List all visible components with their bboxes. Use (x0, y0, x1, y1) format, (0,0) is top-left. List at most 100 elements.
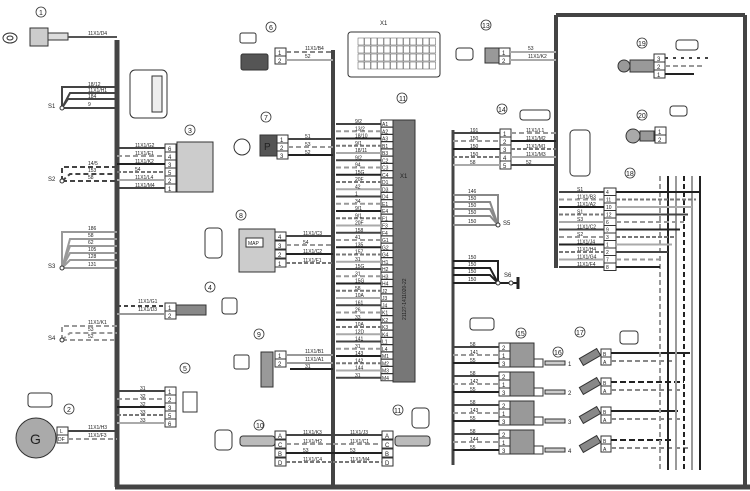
svg-text:153: 153 (88, 168, 97, 174)
pin-cell (403, 61, 410, 70)
pin-cell (396, 61, 404, 70)
pin-cell (403, 53, 410, 62)
svg-text:11X1/A1: 11X1/A1 (305, 357, 324, 363)
pin-label: 2 (278, 253, 282, 259)
connector-pinout-icon (129, 69, 168, 119)
svg-text:8: 8 (239, 213, 243, 220)
pin-label: 1 (503, 132, 507, 138)
pin-cell (383, 61, 391, 70)
pin-cell (357, 61, 365, 70)
wire-label: 32 (140, 402, 146, 408)
wire-label: 58 (470, 160, 476, 166)
component-3-idle-valve[interactable]: 3 611X1/G2411X1/E1311X1/K2554211X1/L4111… (117, 124, 214, 193)
component-number: 1 (39, 10, 43, 17)
ecu-pin-label: L1 (382, 340, 388, 346)
component-2-generator[interactable]: 2 G L DF 11X1/H3 11X1/F3 (15, 392, 117, 459)
pin-cell (390, 37, 397, 46)
svg-text:2: 2 (278, 59, 282, 65)
svg-text:11X1/G1: 11X1/G1 (138, 299, 158, 305)
pin-cell (409, 45, 417, 54)
component-20-coolant-sensor[interactable]: 20 1 2 (625, 105, 688, 144)
wire-label: 55 (470, 416, 476, 422)
ignition-coil (509, 342, 535, 368)
pin-label: A (603, 418, 607, 424)
svg-text:150: 150 (468, 203, 477, 209)
component-11-ecu[interactable]: 11 X1 21127-1411020-22 A19/2A213/2A318/1… (336, 92, 416, 383)
pin-label: 2 (280, 146, 284, 152)
wire-label: 9/2 (355, 155, 362, 161)
component-18-connector[interactable]: 18 4S11111X1/B31011X1/A212S16S3911X1/C23… (559, 129, 700, 271)
splice-s1: S1 18/12 11X1/H1 184 9 (48, 82, 117, 111)
spark-plug-icon (544, 447, 566, 453)
cylinder-number: 4 (568, 449, 572, 455)
component-19-phase-sensor[interactable]: 19 321 (617, 37, 710, 79)
pin-label: 2 (168, 179, 172, 185)
svg-text:9: 9 (257, 332, 261, 339)
pin-cell (383, 45, 391, 54)
pin-label: 3 (502, 362, 506, 368)
pin-cell (364, 45, 371, 54)
svg-text:146: 146 (468, 189, 477, 195)
wire-label: 11X1/G2 (135, 143, 155, 149)
cylinder-number: 1 (568, 362, 572, 368)
pin-cell (422, 45, 430, 54)
pin-cell (377, 53, 384, 62)
pin-label: 11 (606, 198, 611, 204)
wire-label: 1 (355, 192, 358, 198)
pin-cell (422, 61, 430, 70)
ecu-pin-label: A1 (382, 122, 388, 128)
svg-text:13: 13 (482, 23, 490, 30)
svg-text:52: 52 (305, 54, 311, 60)
pin-cell (416, 45, 423, 54)
component-1-crankshaft-sensor[interactable]: 1 11X1/D4 (2, 6, 117, 47)
wire-label: 11X1/K2 (135, 159, 154, 165)
wire-label: 52 (305, 150, 311, 156)
wire-label: 34 (355, 199, 361, 205)
svg-text:11X1/K1: 11X1/K1 (88, 320, 107, 326)
component-6-adsorber-valve[interactable]: 6 1 2 11X1/B4 52 (239, 21, 333, 71)
svg-text:58: 58 (88, 233, 94, 239)
wire-label: 142 (470, 379, 479, 385)
component-13-canister[interactable]: 13 1 2 53 11X1/K2 (455, 19, 556, 65)
svg-text:2: 2 (168, 314, 172, 320)
wire-label: 53 (305, 142, 311, 148)
svg-text:18/12: 18/12 (88, 82, 101, 88)
wire-label: 11X1/L4 (135, 175, 153, 181)
spark-plug-icon (544, 360, 566, 366)
component-16-spark-plugs: 16 (552, 346, 564, 358)
svg-text:1: 1 (502, 51, 506, 57)
svg-text:1: 1 (278, 354, 282, 360)
component-4-knock-sensor[interactable]: 4 1 2 11X1/G1 11X1/D3 (117, 281, 238, 320)
ecu-pin-label: C4 (382, 173, 389, 179)
injector-icon (578, 405, 602, 425)
component-15-ignition-modules[interactable]: 15 2581141355258114235525811433552581144… (453, 317, 566, 455)
injector-icon (578, 434, 602, 454)
wire-label: 11X1/B3 (577, 195, 596, 201)
svg-text:58: 58 (88, 175, 94, 181)
wire-label: 31 (355, 271, 361, 277)
wire-label: 15G (355, 279, 365, 285)
wire-label: 142 (355, 358, 364, 364)
pin-cell (396, 53, 404, 62)
wire-label: 55 (470, 358, 476, 364)
wire-label: 9/2 (355, 119, 362, 125)
wire-label: 54 (303, 240, 309, 246)
pin-label: B (278, 452, 282, 458)
pin-label: B (385, 452, 389, 458)
ecu-pin-label: K1 (382, 311, 388, 317)
wire-label: 58 (470, 371, 476, 377)
component-9-speed-sensor[interactable]: 9 1 2 11X1/B1 11X1/A1 31 (233, 328, 333, 388)
wire-label: 31 (355, 344, 361, 350)
wire-label: 11X1/C3 (303, 231, 322, 237)
wire-label: 58 (470, 400, 476, 406)
svg-text:11X1/B4: 11X1/B4 (305, 46, 324, 52)
pin-cell (377, 37, 384, 46)
wire-label: S2 (577, 232, 583, 238)
